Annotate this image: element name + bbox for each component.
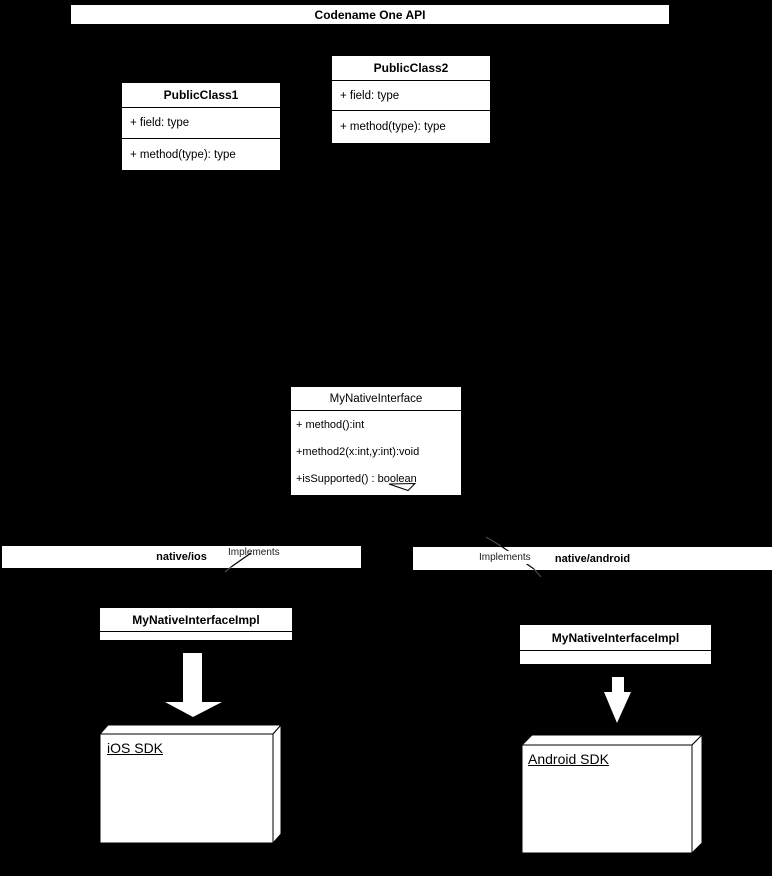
realization-line-android-above [485, 536, 502, 547]
package-bar-native-android-title: native/android [554, 552, 631, 565]
node-android-sdk-label: Android SDK [528, 751, 609, 767]
api-banner-title: Codename One API [314, 7, 426, 22]
class-publicclass1-field: + field: type [122, 108, 280, 139]
package-bar-native-android: native/android [413, 547, 772, 570]
node-ios-sdk-top-face [98, 724, 283, 735]
class-publicclass1: PublicClass1 + field: type + method(type… [122, 83, 280, 170]
node-ios-sdk-side-face [272, 723, 282, 845]
class-mynativeinterface: MyNativeInterface + method():int +method… [291, 387, 461, 495]
package-bar-native-ios: native/ios [2, 546, 361, 568]
api-banner: Codename One API [70, 4, 670, 25]
down-arrow-ios-icon [165, 653, 222, 717]
class-publicclass2-method: + method(type): type [340, 121, 446, 133]
class-mynativeinterfaceimpl-android: MyNativeInterfaceImpl [520, 625, 711, 664]
implements-label-ios: Implements [228, 547, 280, 558]
node-android-sdk-side-face [691, 733, 703, 855]
class-publicclass1-name: PublicClass1 [122, 83, 280, 108]
class-mynativeinterface-method1: + method():int [296, 418, 365, 431]
class-mynativeinterface-method2: +method2(x:int,y:int):void [296, 445, 420, 458]
class-publicclass1-method: + method(type): type [130, 148, 236, 161]
node-ios-sdk-label: iOS SDK [107, 740, 164, 756]
realization-line-android-below [533, 568, 542, 578]
class-mynativeinterface-name: MyNativeInterface [291, 387, 461, 411]
implements-label-android: Implements [477, 551, 533, 564]
class-mynativeinterfaceimpl-ios: MyNativeInterfaceImpl [100, 608, 292, 640]
class-publicclass2: PublicClass2 + field: type + method(type… [332, 56, 490, 143]
class-mynativeinterfaceimpl-ios-name: MyNativeInterfaceImpl [100, 608, 292, 632]
down-arrow-android-icon [604, 677, 631, 723]
class-publicclass2-field: + field: type [332, 81, 490, 111]
class-mynativeinterfaceimpl-android-name: MyNativeInterfaceImpl [520, 625, 711, 651]
class-mynativeinterface-method3: +isSupported() : boolean [296, 472, 417, 485]
node-android-sdk-top-face [520, 734, 704, 746]
package-bar-native-ios-title: native/ios [156, 551, 207, 563]
class-publicclass2-name: PublicClass2 [332, 56, 490, 81]
